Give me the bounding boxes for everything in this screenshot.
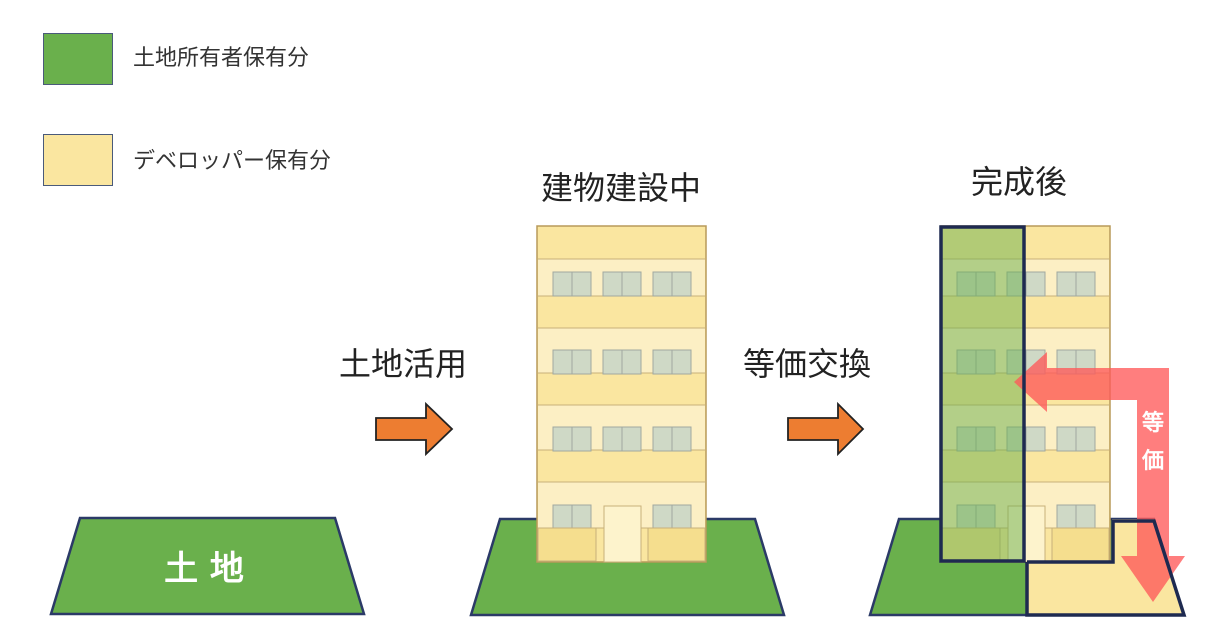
developer-land-outline — [1025, 519, 1187, 617]
land-label: 土 地 — [164, 549, 244, 589]
arrow-right-icon — [787, 401, 865, 457]
land-parcel — [49, 516, 366, 616]
legend-swatch-developer — [43, 134, 113, 186]
landowner-share-outline — [939, 225, 1026, 563]
legend-label-landowner: 土地所有者保有分 — [133, 46, 310, 71]
legend-swatch-landowner — [43, 33, 113, 85]
landowner-share-overlay — [941, 227, 1024, 561]
exchange-label-line2: 価 — [1141, 449, 1164, 474]
arrow-right-icon — [375, 401, 454, 457]
arrow-label-equivalent-exchange: 等価交換 — [743, 345, 872, 383]
building-under-construction — [536, 225, 707, 563]
arrow-label-land-use: 土地活用 — [339, 345, 468, 383]
legend-label-developer: デベロッパー保有分 — [133, 149, 332, 174]
completed-title: 完成後 — [971, 163, 1068, 201]
exchange-label-line1: 等 — [1142, 410, 1164, 436]
construction-title: 建物建設中 — [541, 169, 702, 207]
